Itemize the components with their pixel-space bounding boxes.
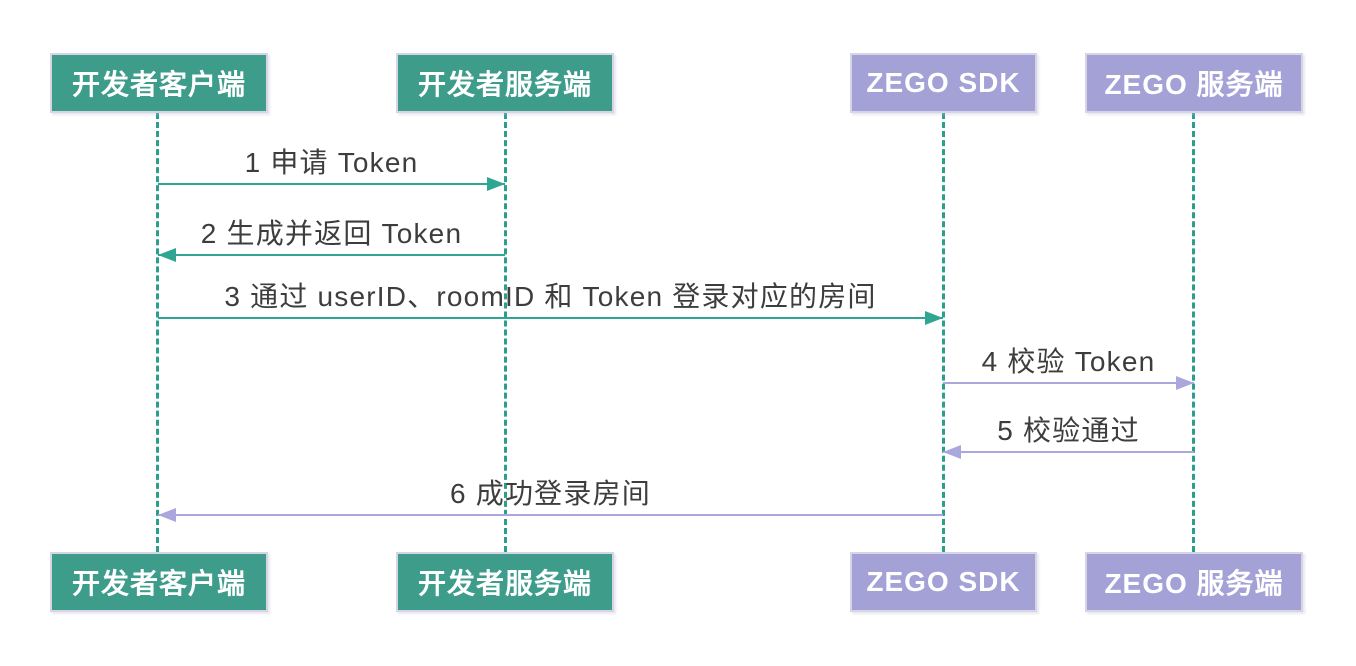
message-line-5: [943, 451, 1194, 453]
message-label-2: 2 生成并返回 Token: [200, 218, 463, 249]
message-line-4: [943, 382, 1194, 384]
message-label-1: 1 申请 Token: [244, 147, 419, 178]
actor-box-developer-server-top: 开发者服务端: [396, 53, 614, 113]
message-label-4: 4 校验 Token: [981, 346, 1156, 377]
actor-box-developer-server-bottom: 开发者服务端: [396, 552, 614, 612]
actor-box-developer-client-bottom: 开发者客户端: [50, 552, 268, 612]
message-label-6: 6 成功登录房间: [450, 478, 651, 509]
arrowhead-left-icon: [158, 248, 176, 262]
message-label-5: 5 校验通过: [997, 415, 1140, 446]
arrowhead-right-icon: [925, 311, 943, 325]
message-line-6: [158, 514, 943, 516]
arrowhead-right-icon: [1176, 376, 1194, 390]
actor-box-developer-client-top: 开发者客户端: [50, 53, 268, 113]
actor-box-zego-server-top: ZEGO 服务端: [1085, 53, 1303, 113]
arrowhead-left-icon: [158, 508, 176, 522]
lifeline-zego-server: [1192, 113, 1195, 552]
actor-box-zego-server-bottom: ZEGO 服务端: [1085, 552, 1303, 612]
actor-box-zego-sdk-bottom: ZEGO SDK: [850, 552, 1037, 612]
lifeline-developer-server: [504, 113, 507, 552]
arrowhead-left-icon: [943, 445, 961, 459]
message-line-3: [158, 317, 943, 319]
lifeline-developer-client: [156, 113, 159, 552]
lifeline-zego-sdk: [942, 113, 945, 552]
message-label-3: 3 通过 userID、roomID 和 Token 登录对应的房间: [224, 281, 877, 312]
actor-box-zego-sdk-top: ZEGO SDK: [850, 53, 1037, 113]
message-line-1: [158, 183, 505, 185]
arrowhead-right-icon: [487, 177, 505, 191]
message-line-2: [158, 254, 505, 256]
